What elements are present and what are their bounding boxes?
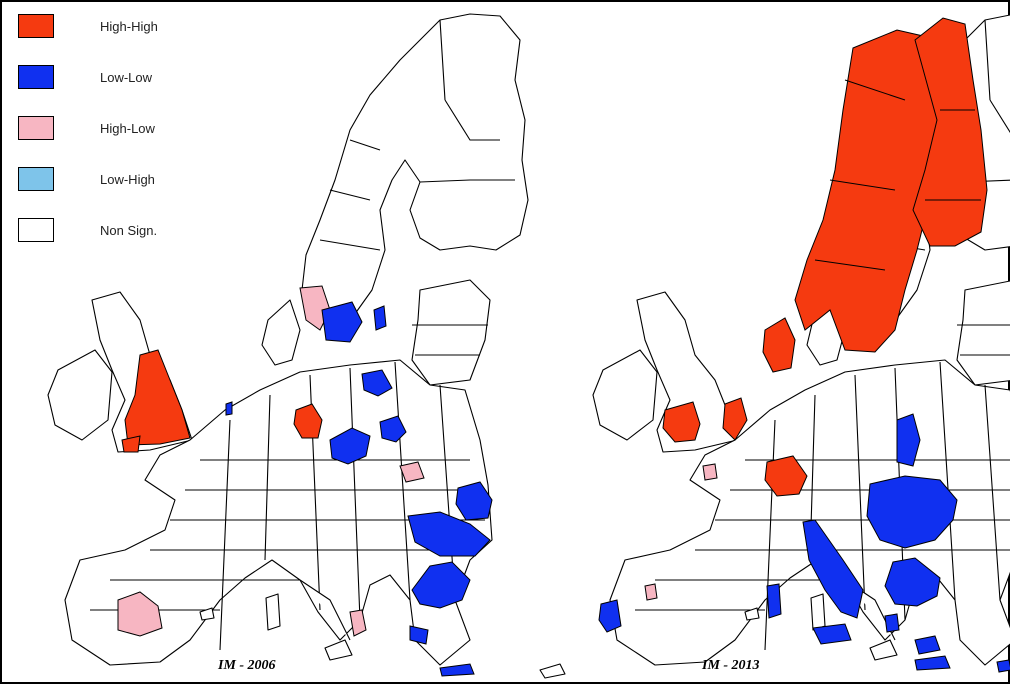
- region-high-low: [644, 583, 658, 601]
- region-high-high: [121, 435, 141, 453]
- legend: High-High Low-Low High-Low Low-High Non …: [18, 14, 218, 269]
- region-high-low: [399, 461, 425, 483]
- region-high-high: [722, 397, 748, 441]
- region-low-low: [884, 557, 941, 607]
- map-2013: [592, 13, 1010, 679]
- region-low-low: [455, 481, 493, 521]
- region-high-high: [762, 317, 796, 373]
- region-high-low: [117, 591, 163, 637]
- region-low-low: [407, 511, 491, 557]
- region-low-low: [379, 415, 407, 443]
- region-low-low: [896, 413, 921, 467]
- legend-label: High-High: [100, 19, 158, 34]
- caption-2013: IM - 2013: [702, 658, 760, 673]
- legend-item-non-sign: Non Sign.: [18, 218, 218, 269]
- map-2006: [47, 13, 566, 679]
- region-low-low: [812, 623, 852, 645]
- legend-label: Low-Low: [100, 70, 153, 85]
- region-low-low: [409, 625, 429, 645]
- region-high-high: [662, 401, 701, 443]
- legend-item-high-low: High-Low: [18, 116, 218, 167]
- region-low-low: [361, 369, 393, 397]
- region-low-low: [802, 519, 864, 619]
- caption-2006: IM - 2006: [218, 658, 276, 673]
- region-low-low: [411, 561, 471, 609]
- legend-label: High-Low: [100, 121, 155, 136]
- region-low-low: [914, 655, 951, 671]
- region-low-low: [225, 401, 233, 416]
- region-high-low: [702, 463, 718, 481]
- region-low-low: [321, 301, 363, 343]
- region-low-low: [766, 583, 782, 619]
- swatch-low-high: [18, 167, 54, 191]
- swatch-high-low: [18, 116, 54, 140]
- region-low-low: [914, 635, 941, 655]
- region-low-low: [884, 613, 900, 633]
- swatch-non-sign: [18, 218, 54, 242]
- legend-item-high-high: High-High: [18, 14, 218, 65]
- region-low-low: [329, 427, 371, 465]
- legend-label: Non Sign.: [100, 223, 158, 238]
- region-high-high: [293, 403, 323, 439]
- region-low-low: [866, 475, 958, 549]
- swatch-low-low: [18, 65, 54, 89]
- legend-label: Low-High: [100, 172, 155, 187]
- region-high-low: [349, 609, 367, 637]
- region-high-high: [124, 349, 191, 446]
- swatch-high-high: [18, 14, 54, 38]
- region-low-low: [373, 305, 387, 331]
- region-high-high: [912, 17, 988, 247]
- legend-item-low-low: Low-Low: [18, 65, 218, 116]
- region-low-low: [598, 599, 622, 633]
- region-low-low: [996, 659, 1010, 673]
- legend-item-low-high: Low-High: [18, 167, 218, 218]
- region-low-low: [439, 663, 475, 677]
- region-high-high: [764, 455, 808, 497]
